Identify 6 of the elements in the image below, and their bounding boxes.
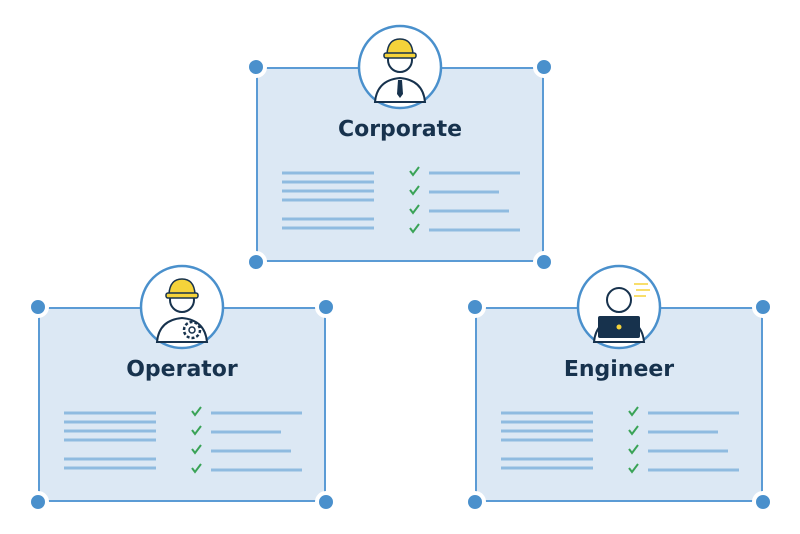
card-title: Operator <box>125 357 239 382</box>
role-card <box>475 307 763 502</box>
role-card <box>256 67 544 262</box>
role-card <box>38 307 326 502</box>
card-title: Corporate <box>336 117 464 142</box>
card-title: Engineer <box>562 357 676 382</box>
